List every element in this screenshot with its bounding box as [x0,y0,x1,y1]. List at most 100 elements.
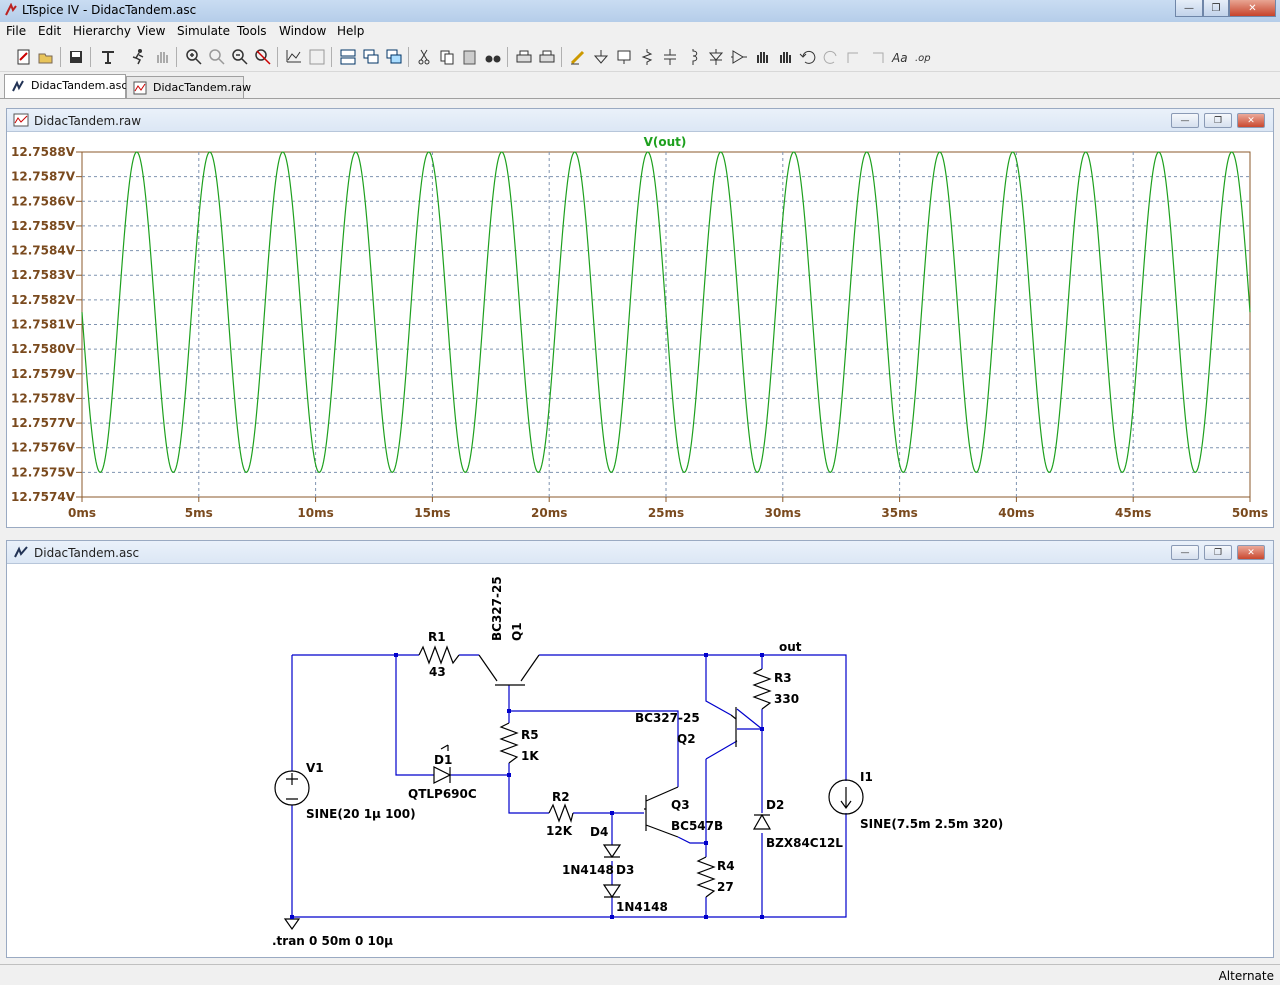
r1-label[interactable]: R1 [428,630,446,644]
q2-model[interactable]: BC327-25 [635,711,700,725]
halt-hand-icon[interactable] [152,47,172,67]
r2-value[interactable]: 12K [546,824,573,838]
menu-edit[interactable]: Edit [38,24,62,38]
q2-label[interactable]: Q2 [677,732,696,746]
r2-symbol [548,803,574,824]
menu-simulate[interactable]: Simulate [177,24,231,38]
tran-directive[interactable]: .tran 0 50m 0 10μ [272,934,393,948]
schematic-canvas[interactable]: R1 43 BC327-25 Q1 out R3 330 R5 1K BC327… [7,563,1273,957]
waveform-minimize-button[interactable]: — [1171,113,1199,128]
zoom-out-icon[interactable] [230,47,250,67]
q3-value[interactable]: BC547B [671,819,723,833]
cascade-icon[interactable] [384,47,404,67]
x-tick-label: 5ms [185,506,213,520]
i1-label[interactable]: I1 [860,770,873,784]
d2-value[interactable]: BZX84C12L [766,836,843,850]
d1-symbol [433,766,452,784]
redo-icon[interactable] [821,47,841,67]
net-out-label[interactable]: out [779,640,802,654]
print-setup-icon[interactable] [514,47,534,67]
draw-wire-pencil-icon[interactable] [568,47,588,67]
rotate-icon[interactable] [844,47,864,67]
open-icon[interactable] [36,47,56,67]
restore-button[interactable]: ❐ [1203,0,1229,17]
run-icon[interactable] [128,47,148,67]
r3-value[interactable]: 330 [774,692,799,706]
schematic-close-button[interactable]: ✕ [1237,545,1265,560]
menu-help[interactable]: Help [337,24,365,38]
menu-tools[interactable]: Tools [237,24,267,38]
new-schematic-icon[interactable] [14,47,34,67]
find-binoculars-icon[interactable] [483,47,503,67]
q1-model[interactable]: BC327-25 [490,576,504,641]
q3-label[interactable]: Q3 [671,798,690,812]
capacitor-icon[interactable] [660,47,680,67]
waveform-window-icon[interactable] [307,47,327,67]
tile-vertical-icon[interactable] [361,47,381,67]
menu-view[interactable]: View [137,24,166,38]
mirror-icon[interactable] [867,47,887,67]
text-icon[interactable]: Aa [890,47,910,67]
y-tick-label: 12.7582V [11,293,76,307]
d4-label[interactable]: D4 [590,825,608,839]
r4-symbol [696,856,716,898]
r2-label[interactable]: R2 [552,790,570,804]
r4-label[interactable]: R4 [717,859,735,873]
y-tick-label: 12.7581V [11,318,76,332]
diode-icon[interactable] [706,47,726,67]
i1-value[interactable]: SINE(7.5m 2.5m 320) [860,817,1003,831]
v1-value[interactable]: SINE(20 1μ 100) [306,807,416,821]
menu-hierarchy[interactable]: Hierarchy [73,24,132,38]
d2-label[interactable]: D2 [766,798,784,812]
d1-value[interactable]: QTLP690C [408,787,477,801]
d4-model[interactable]: 1N4148 [616,900,668,914]
r4-value[interactable]: 27 [717,880,734,894]
inductor-icon[interactable] [683,47,703,67]
waveform-close-button[interactable]: ✕ [1237,113,1265,128]
move-hand-icon[interactable] [752,47,772,67]
pan-icon[interactable] [207,47,227,67]
d3-label[interactable]: D3 [616,863,634,877]
minimize-button[interactable]: — [1175,0,1203,17]
waveform-plot[interactable]: 12.7588V12.7587V12.7586V12.7585V12.7584V… [7,131,1273,527]
component-icon[interactable] [729,47,749,67]
schematic-restore-button[interactable]: ❐ [1204,545,1232,560]
tile-horizontal-icon[interactable] [338,47,358,67]
schematic-minimize-button[interactable]: — [1171,545,1199,560]
zoom-in-icon[interactable] [184,47,204,67]
tab-waveform[interactable]: DidacTandem.raw [126,76,251,98]
menu-file[interactable]: File [6,24,27,38]
paste-icon[interactable] [460,47,480,67]
v-out-trace [81,151,1251,474]
v1-label[interactable]: V1 [306,761,324,775]
trace-label[interactable]: V(out) [644,135,687,149]
zoom-fit-icon[interactable] [253,47,273,67]
v1-symbol [274,770,310,806]
waveform-restore-button[interactable]: ❐ [1204,113,1232,128]
print-icon[interactable] [537,47,557,67]
ground-icon[interactable] [591,47,611,67]
cut-icon[interactable] [414,47,434,67]
label-net-icon[interactable] [614,47,634,67]
x-tick-label: 0ms [68,506,96,520]
r5-value[interactable]: 1K [521,749,539,763]
control-panel-icon[interactable] [98,47,118,67]
y-tick-label: 12.7587V [11,170,76,184]
d1-label[interactable]: D1 [434,753,452,767]
r3-label[interactable]: R3 [774,671,792,685]
r1-value[interactable]: 43 [429,665,446,679]
tab-schematic[interactable]: DidacTandem.asc [4,74,127,98]
spice-directive-icon[interactable]: .op [913,47,933,67]
undo-icon[interactable] [798,47,818,67]
close-button[interactable]: ✕ [1229,0,1276,17]
d3-model[interactable]: 1N4148 [562,863,614,877]
autoscale-icon[interactable] [284,47,304,67]
copy-icon[interactable] [437,47,457,67]
resistor-icon[interactable] [637,47,657,67]
r5-label[interactable]: R5 [521,728,539,742]
y-tick-label: 12.7575V [11,465,76,479]
save-icon[interactable] [66,47,86,67]
menu-window[interactable]: Window [279,24,327,38]
q1-label[interactable]: Q1 [510,622,524,641]
drag-hand-icon[interactable] [775,47,795,67]
